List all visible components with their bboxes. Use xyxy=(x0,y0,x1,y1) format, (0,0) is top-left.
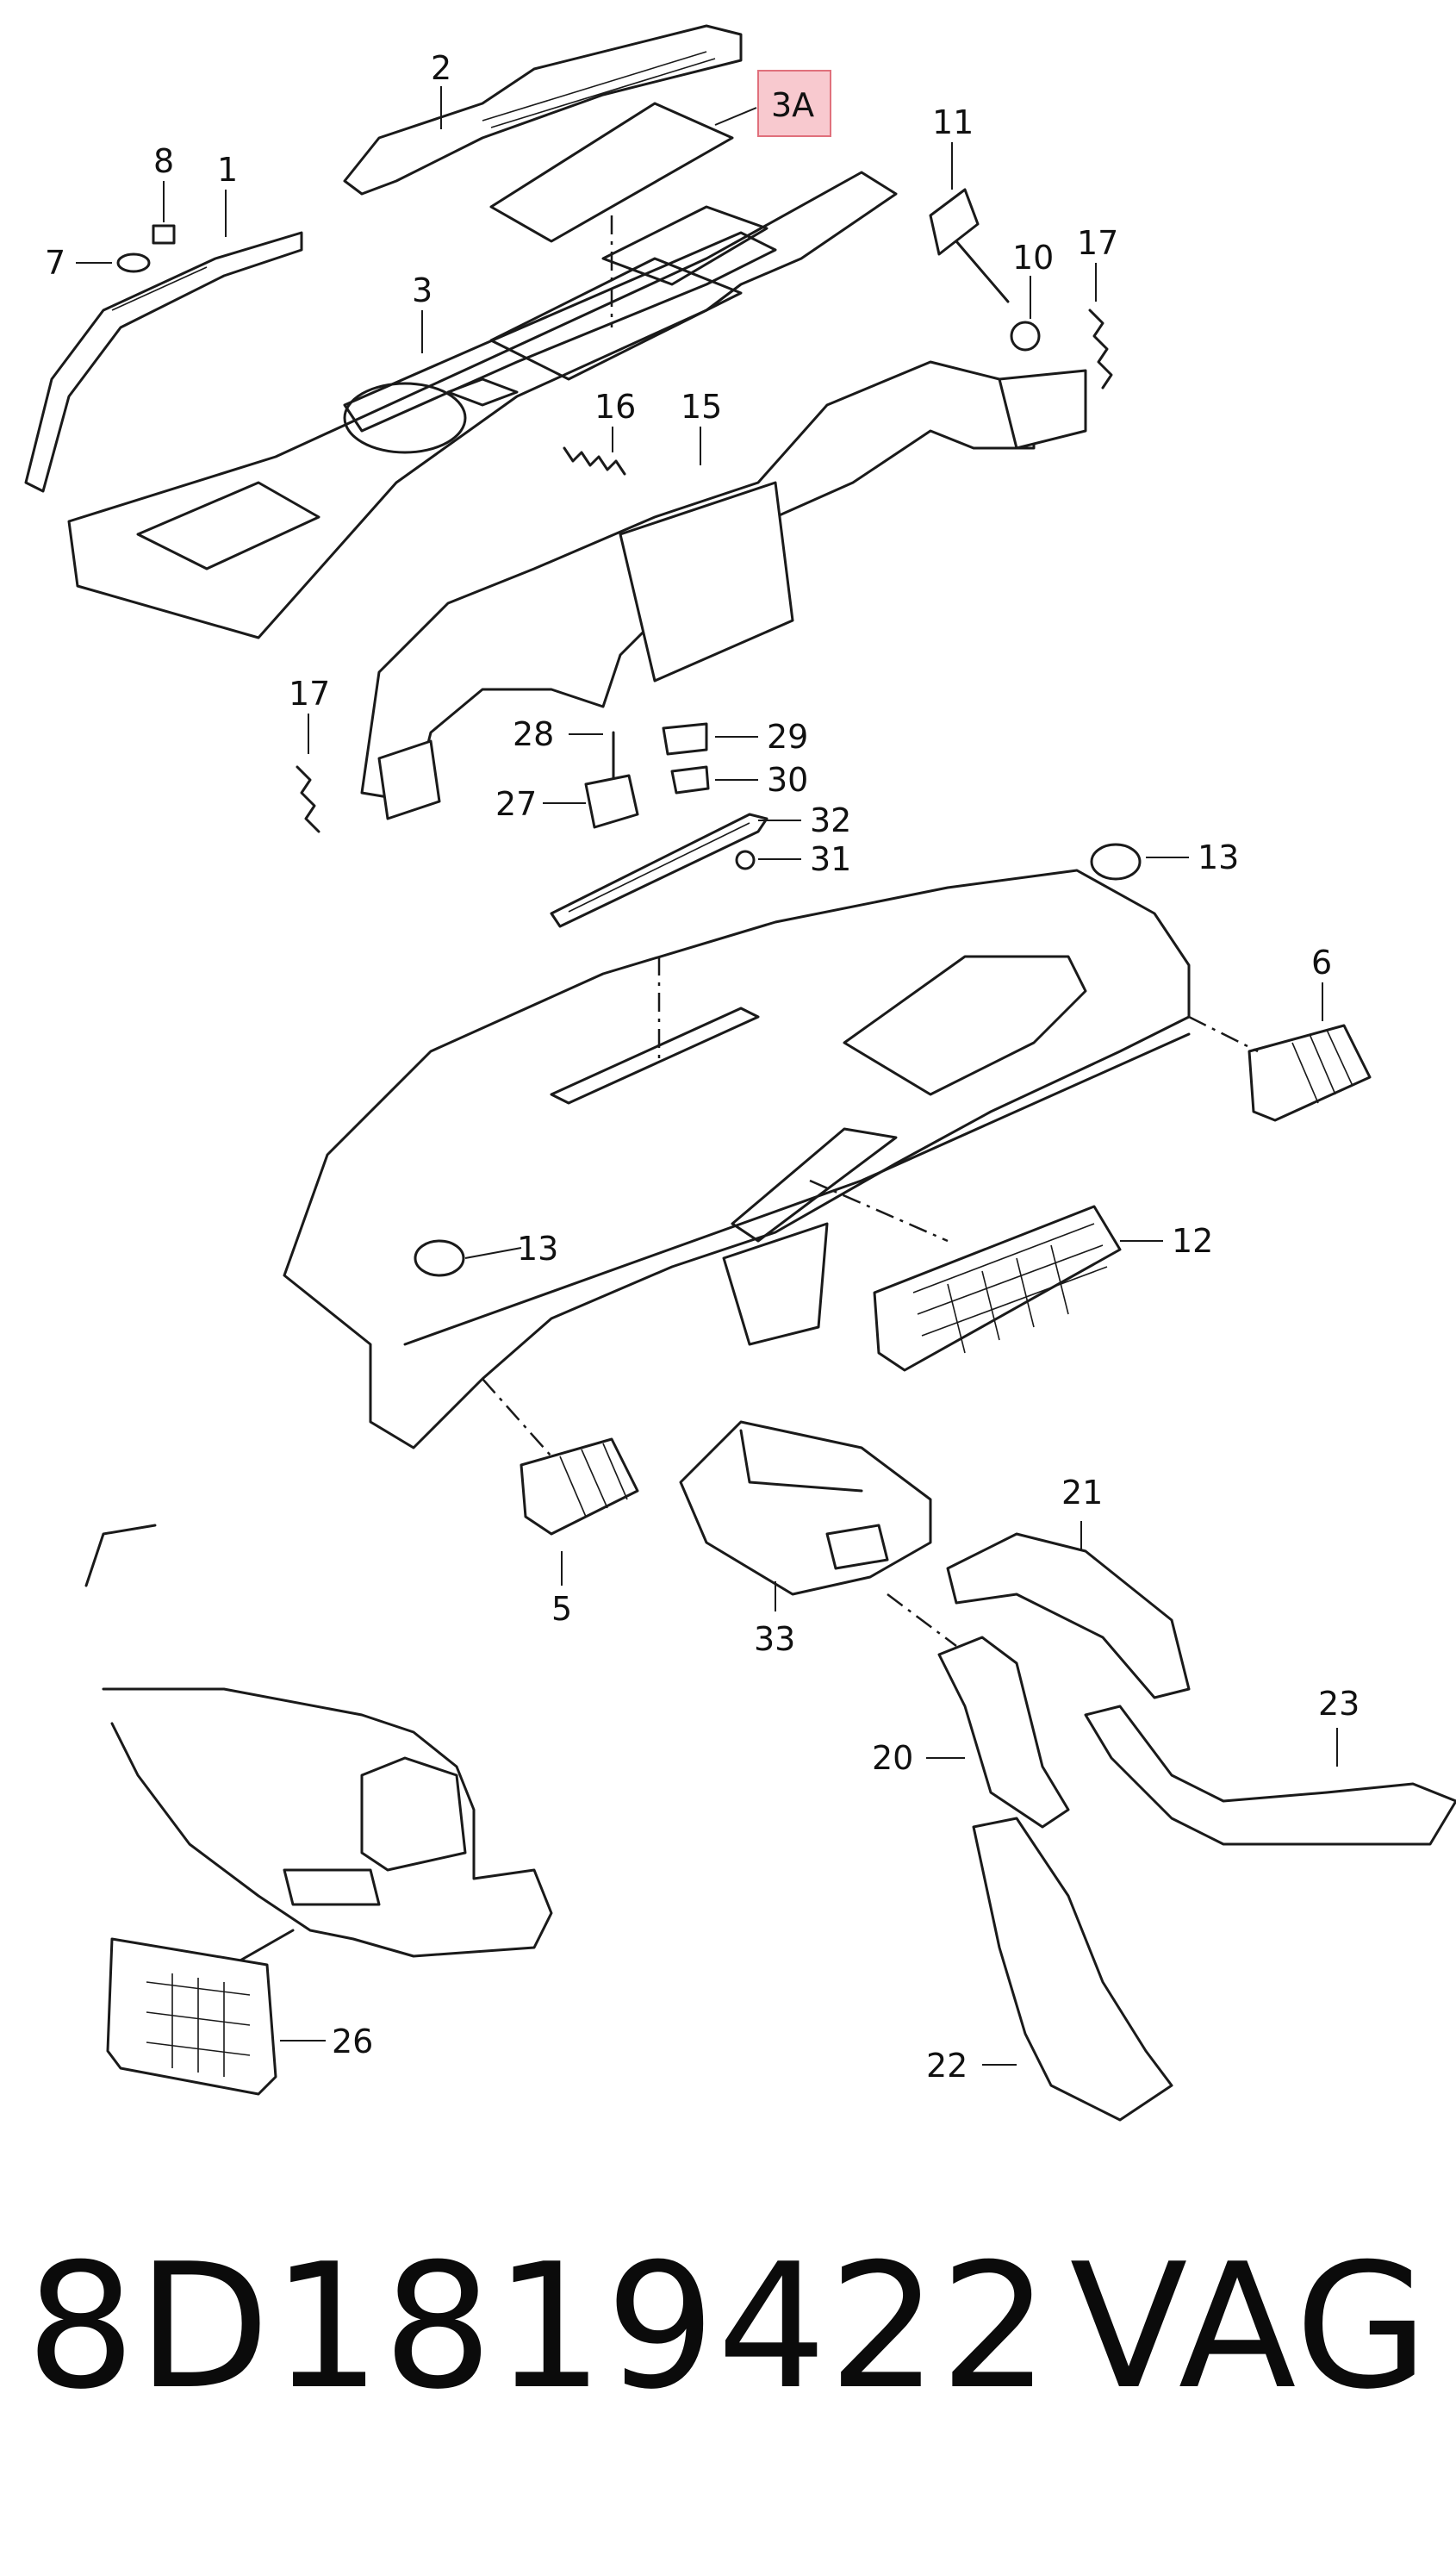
callout-28: 28 xyxy=(513,715,554,753)
brand-name: VAG xyxy=(1069,2226,1430,2428)
callout-3: 3 xyxy=(412,271,432,309)
callout-1: 1 xyxy=(217,151,238,189)
callout-15: 15 xyxy=(681,388,722,426)
part-10-clip xyxy=(1010,321,1041,352)
callout-33: 33 xyxy=(754,1620,795,1658)
callout-8: 8 xyxy=(153,142,174,180)
part-8-clip xyxy=(152,224,176,245)
spring-17-upper xyxy=(1088,309,1113,390)
spring-16 xyxy=(563,446,626,476)
distributor-33 xyxy=(679,1420,932,1596)
duct-23 xyxy=(1084,1705,1456,1846)
vent-6 xyxy=(1188,1015,1372,1122)
parts-27-32 xyxy=(550,722,768,928)
callout-12: 12 xyxy=(1172,1222,1213,1260)
air-duct-15 xyxy=(360,360,1087,820)
callout-7: 7 xyxy=(45,244,65,282)
callout-17-upper: 17 xyxy=(1077,224,1118,262)
callout-3a: 3A xyxy=(771,86,814,124)
callout-32: 32 xyxy=(810,801,851,839)
callout-29: 29 xyxy=(767,718,808,756)
callout-10: 10 xyxy=(1012,239,1054,277)
vent-26 xyxy=(106,1937,277,2096)
callout-2: 2 xyxy=(431,49,451,87)
bulkhead-panel xyxy=(67,102,898,639)
callout-13-upper: 13 xyxy=(1198,838,1239,876)
spring-17-lower xyxy=(296,765,320,833)
vent-5 xyxy=(482,1378,639,1536)
car-rear-outline xyxy=(84,1524,553,1967)
part-11-actuator xyxy=(929,188,1010,303)
callout-11: 11 xyxy=(932,103,974,141)
dashboard xyxy=(283,843,1191,1449)
callout-16: 16 xyxy=(594,388,636,426)
callout-21: 21 xyxy=(1061,1474,1103,1512)
callout-27: 27 xyxy=(495,785,537,823)
callout-31: 31 xyxy=(810,840,851,878)
callout-13-lower: 13 xyxy=(517,1230,558,1268)
side-seal xyxy=(24,231,303,493)
callout-6: 6 xyxy=(1311,944,1332,982)
callout-22: 22 xyxy=(926,2047,968,2085)
callout-30: 30 xyxy=(767,761,808,799)
cowl-strip xyxy=(343,24,743,196)
vent-12 xyxy=(809,1179,1122,1372)
part-7-plug xyxy=(116,252,151,273)
leader-lines xyxy=(76,86,1338,2066)
callout-23: 23 xyxy=(1318,1685,1360,1723)
duct-22 xyxy=(972,1817,1173,2122)
callout-20: 20 xyxy=(872,1739,913,1777)
highlight-box-3a xyxy=(757,70,831,137)
callout-17-lower: 17 xyxy=(289,675,330,713)
duct-21 xyxy=(946,1532,1191,1699)
duct-20 xyxy=(887,1593,1070,1829)
callout-26: 26 xyxy=(332,2023,373,2060)
part-number: 8D1819422 xyxy=(26,2226,1051,2428)
callout-5: 5 xyxy=(551,1590,572,1628)
footer: 8D1819422 VAG xyxy=(26,2215,1430,2439)
